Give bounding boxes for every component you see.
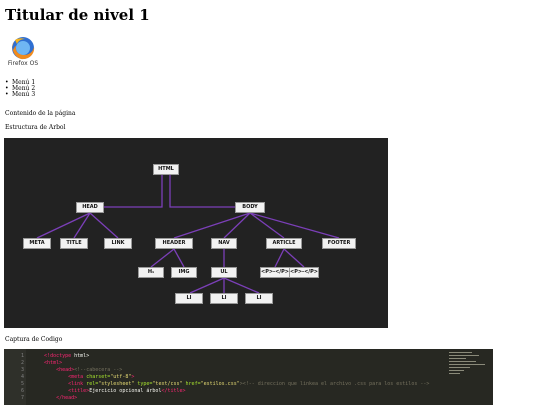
code-token: "utf-8" [110,374,132,380]
code-token: </title> [161,388,186,394]
code-token: > [131,374,135,380]
code-token: "stylesheet" [98,381,135,387]
node-nav: NAV [211,238,237,249]
code-token: "estilos.css" [200,381,240,387]
tree-caption: Estructura de Arbol [5,124,66,131]
code-token: </head> [32,395,78,401]
firefox-os-logo: Firefox OS [5,36,41,70]
node-meta: META [23,238,51,249]
code-token: href= [182,381,201,387]
code-token: <link [32,381,87,387]
code-token: ><!-- direccion que linkea el archivo .c… [239,381,430,387]
code-line: 1 <!doctype html> [4,353,89,359]
node-title: TITLE [60,238,88,249]
code-token: "text/css" [152,381,183,387]
content-text: Contenido de la página [5,110,76,117]
line-number: 6 [20,388,24,394]
code-token: <meta [32,374,87,380]
code-token: <!--cabecera --> [74,367,123,373]
code-token: type= [134,381,153,387]
node-li-2: LI [210,293,238,304]
code-token: charset= [86,374,111,380]
node-h1: H₁ [138,267,164,278]
code-token: rel= [86,381,99,387]
firefox-logo-icon [12,37,35,60]
code-token: <head> [32,367,75,373]
node-article: ARTICLE [266,238,302,249]
line-number: 1 [20,353,24,359]
code-token: html> [71,353,90,359]
menu-list: Menú 1 Menú 2 Menú 3 [5,80,35,99]
tree-structure-image: HTML HEAD BODY META TITLE LINK HEADER NA… [4,138,388,328]
node-link: LINK [104,238,132,249]
code-token: <html> [32,360,63,366]
node-p-2: <P>-</P> [289,267,319,278]
line-number: 4 [20,374,24,380]
node-img: IMG [171,267,197,278]
code-line: 3 <head><!--cabecera --> [4,367,122,373]
node-ul: UL [211,267,237,278]
line-number: 5 [20,381,24,387]
node-header: HEADER [155,238,193,249]
code-minimap [449,352,487,392]
code-token: Ejercicio opcional árbol [89,388,162,394]
code-gutter [4,349,26,405]
node-html: HTML [153,164,179,175]
node-head: HEAD [76,202,104,213]
node-p-1: <P>-</P> [260,267,290,278]
code-line: 6 <title>Ejercicio opcional árbol</title… [4,388,186,394]
line-number: 7 [20,395,24,401]
code-line: 2 <html> [4,360,62,366]
menu-item[interactable]: Menú 3 [5,92,35,99]
code-line: 4 <meta charset="utf-8"> [4,374,134,380]
menu-item[interactable]: Menú 2 [5,86,35,93]
line-number: 2 [20,360,24,366]
code-screenshot: 1 <!doctype html>2 <html>3 <head><!--cab… [4,349,493,405]
node-li-1: LI [175,293,203,304]
node-body: BODY [235,202,265,213]
code-token: <title> [32,388,90,394]
menu-item[interactable]: Menú 1 [5,80,35,87]
code-line: 7 </head> [4,395,77,401]
code-line: 5 <link rel="stylesheet" type="text/css"… [4,381,429,387]
logo-wordmark: Firefox OS [7,60,39,67]
line-number: 3 [20,367,24,373]
tree-connectors [36,175,340,294]
page-title: Titular de nivel 1 [5,6,150,24]
node-li-3: LI [245,293,273,304]
code-caption: Captura de Codigo [5,336,63,343]
code-token: doctype [50,353,72,359]
code-token: <! [32,353,51,359]
node-footer: FOOTER [322,238,356,249]
